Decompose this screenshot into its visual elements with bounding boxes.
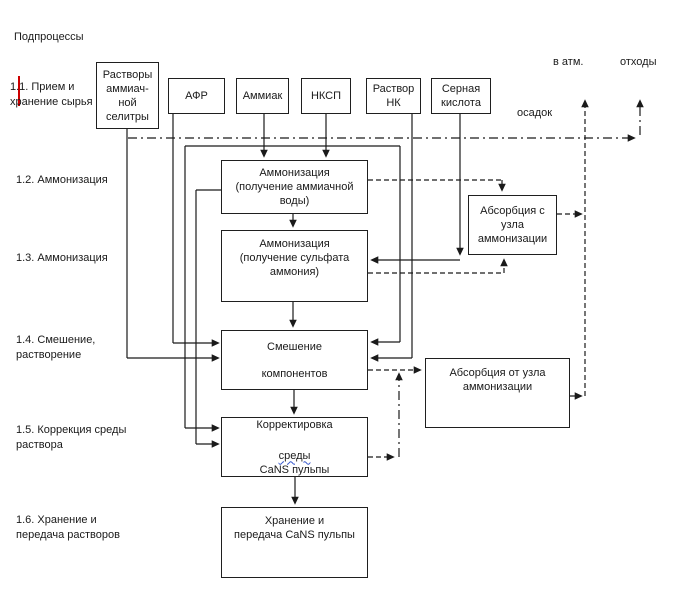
box-text-line: передача CaNS пульпы [234,529,355,541]
box-text-line: кислота [441,97,481,109]
box-text-line: Аммонизация [259,238,330,250]
subprocess-label-line: 1.4. Смешение, [16,334,96,346]
input-box-nk-solution: Раствор НК [366,78,421,114]
input-box-ammonium-nitrate-solutions: Растворы аммиач- ной селитры [96,62,159,129]
diagram-title: Подпроцессы [14,31,84,43]
input-box-ammonia: Аммиак [236,78,289,114]
box-text-line: среды CaNS пульпы [260,449,330,477]
subprocess-label-1-6: 1.6. Хранение и передача растворов [16,513,120,543]
box-text-line: НК [386,97,401,109]
process-box-medium-correction: Корректировка среды CaNS пульпы [221,417,368,477]
box-text-line: Смешение [267,340,322,353]
box-text-line: Серная [441,83,481,95]
absorber-box-from-ammonization-unit-2: Абсорбция от узла аммонизации [425,358,570,428]
box-text-line: Абсорбция от узла [449,367,546,379]
input-box-sulfuric-acid: Серная кислота [431,78,491,114]
box-text: CaNS пульпы [259,463,330,476]
atmosphere-output-label: в атм. [553,56,584,68]
input-box-nksp: НКСП [301,78,351,114]
box-text-line: Аммонизация [259,167,330,179]
box-text-line: компонентов [261,367,328,380]
absorber-box-from-ammonization-unit-1: Абсорбция с узла аммонизации [468,195,557,255]
subprocess-label-1-1: 1.1. Прием и хранение сырья [10,80,93,110]
subprocess-label-line: передача растворов [16,529,120,541]
box-text-line: воды) [279,195,310,207]
box-text-line: Растворы [102,68,153,81]
spellcheck-flagged-word: среды [278,449,311,462]
box-text-line: аммонизации [477,233,548,245]
process-box-storage-transfer: Хранение и передача CaNS пульпы [221,507,368,578]
subprocess-label-line: хранение сырья [10,96,93,108]
box-text-line: Абсорбция с [480,205,545,217]
box-text-line: НКСП [310,90,342,102]
process-box-ammonization-ammonium-sulfate: Аммонизация (получение сульфата аммония) [221,230,368,302]
box-text-line: аммонизации [462,381,533,393]
revision-mark [18,76,20,106]
box-text-line: Раствор [372,83,415,95]
input-box-afr: АФР [168,78,225,114]
subprocess-label-line: 1.2. Аммонизация [16,174,108,186]
box-text-line: аммиач- [106,82,149,95]
subprocess-label-line: 1.3. Аммонизация [16,252,108,264]
subprocess-label-1-3: 1.3. Аммонизация [16,251,108,266]
subprocess-label-line: раствора [16,439,63,451]
box-text-line: узла [501,219,524,231]
sediment-label: осадок [517,107,553,119]
subprocess-label-1-2: 1.2. Аммонизация [16,173,108,188]
box-text-line: аммония) [269,266,320,278]
box-text-line: АФР [185,90,208,102]
box-text-line: селитры [106,110,149,123]
process-box-ammonization-ammonia-water: Аммонизация (получение аммиачной воды) [221,160,368,214]
waste-output-label: отходы [620,56,657,68]
box-text-line: Корректировка [256,418,333,431]
subprocess-label-1-5: 1.5. Коррекция среды раствора [16,423,126,453]
subprocess-label-line: 1.1. Прием и [10,81,75,93]
box-text-line: Аммиак [242,90,283,102]
subprocess-label-line: 1.5. Коррекция среды [16,424,127,436]
subprocess-label-1-4: 1.4. Смешение, растворение [16,333,95,363]
subprocess-label-line: растворение [16,349,82,361]
box-text-line: Хранение и [264,515,325,527]
box-text-line: (получение сульфата [239,252,350,264]
box-text-line: ной [118,96,137,109]
subprocess-label-line: 1.6. Хранение и [16,514,97,526]
box-text-line: (получение аммиачной [235,181,354,193]
process-box-mixing-components: Смешение компонентов [221,330,368,390]
